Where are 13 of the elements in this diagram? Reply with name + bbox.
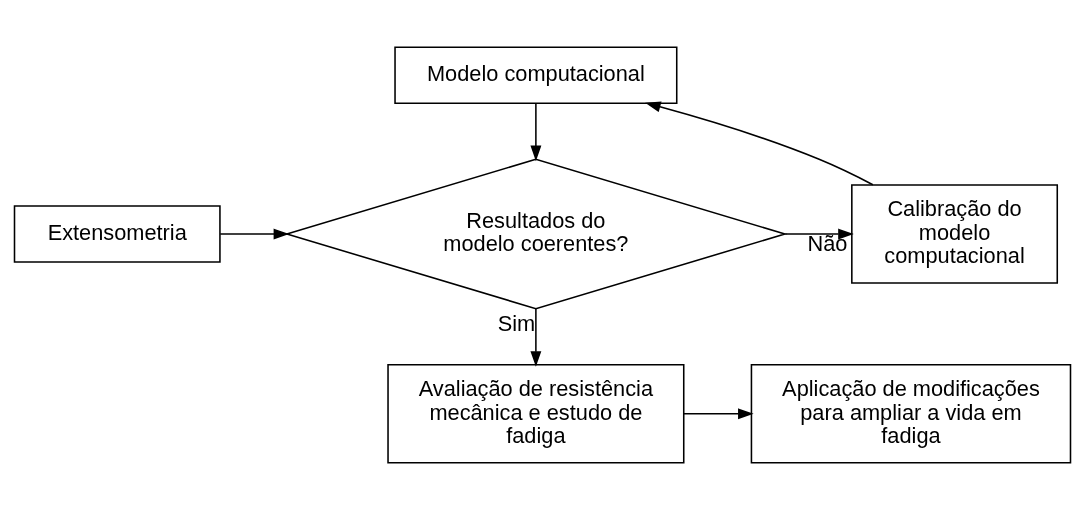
node-box: Avaliação de resistência mecânica e estudo de fadiga (387, 363, 685, 464)
arrow (784, 228, 854, 239)
node-box: Modelo computacional (394, 45, 678, 104)
arrow (530, 307, 542, 367)
arrow (219, 228, 290, 239)
node-box: Extensometria (13, 204, 221, 263)
edge-label: Não (807, 230, 848, 256)
arrow (645, 101, 874, 185)
edge-label: Sim (497, 310, 536, 336)
arrow (683, 407, 754, 419)
node-box: Calibração do modelo computacional (851, 183, 1059, 284)
arrow (530, 102, 542, 161)
node-box: Aplicação de modificações para ampliar a vida em fadiga (750, 363, 1072, 464)
